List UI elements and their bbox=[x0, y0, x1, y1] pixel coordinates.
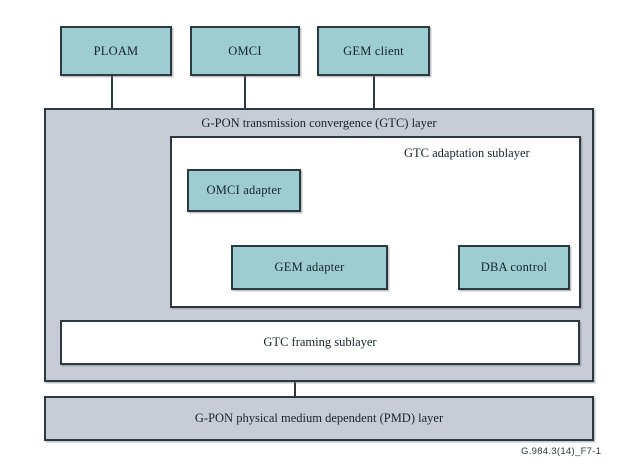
block-ploam[interactable]: PLOAM bbox=[60, 26, 172, 76]
sublayer-gtc-framing-label: GTC framing sublayer bbox=[263, 335, 377, 350]
block-gem-adapter[interactable]: GEM adapter bbox=[231, 245, 388, 290]
figure-caption: G.984.3(14)_F7-1 bbox=[521, 446, 602, 457]
layer-pmd-label: G-PON physical medium dependent (PMD) la… bbox=[194, 411, 444, 426]
layer-gtc-label: G-PON transmission convergence (GTC) lay… bbox=[201, 116, 437, 130]
block-omci-adapter[interactable]: OMCI adapter bbox=[187, 169, 301, 212]
block-omci[interactable]: OMCI bbox=[190, 26, 300, 76]
block-omci-label: OMCI bbox=[228, 43, 262, 58]
block-dba-control[interactable]: DBA control bbox=[458, 245, 570, 290]
block-omci-adapter-label: OMCI adapter bbox=[206, 183, 282, 198]
sublayer-gtc-adaptation-label: GTC adaptation sublayer bbox=[404, 146, 530, 160]
sublayer-gtc-framing: GTC framing sublayer bbox=[60, 320, 580, 365]
block-gem-client[interactable]: GEM client bbox=[317, 26, 430, 76]
layer-pmd: G-PON physical medium dependent (PMD) la… bbox=[44, 396, 594, 441]
block-gem-adapter-label: GEM adapter bbox=[274, 260, 345, 275]
block-ploam-label: PLOAM bbox=[93, 43, 139, 58]
block-gem-client-label: GEM client bbox=[343, 43, 404, 58]
block-dba-control-label: DBA control bbox=[480, 260, 548, 275]
